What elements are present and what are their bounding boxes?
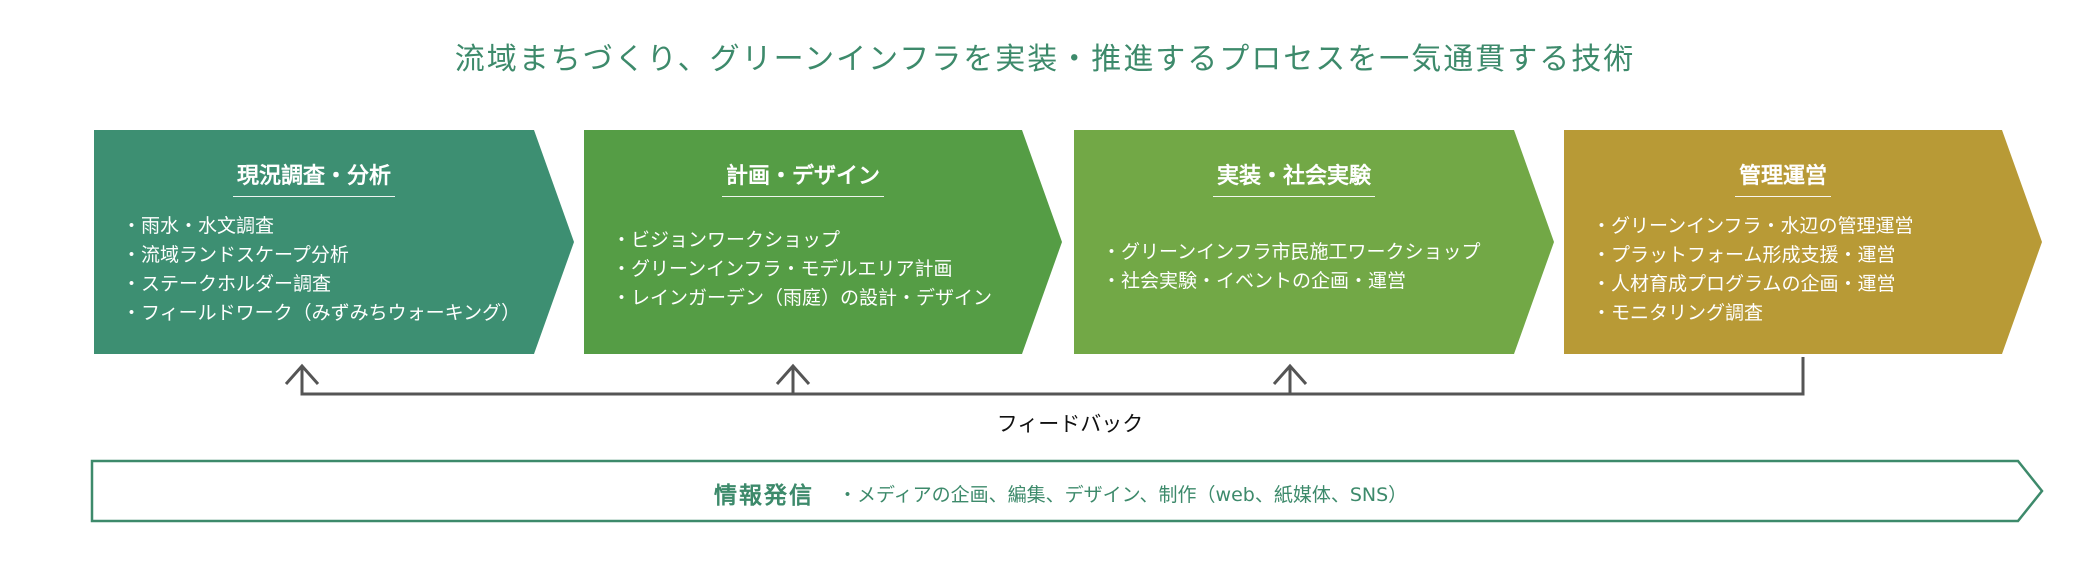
feedback-line [300,357,1805,396]
feedback-arrowhead-3 [1272,363,1308,385]
diagram-title: 流域まちづくり、グリーンインフラを実装・推進するプロセスを一気通貫する技術 [454,42,1636,77]
list-item: 人材育成プログラムの企画・運営 [1592,270,2002,299]
list-item: モニタリング調査 [1592,299,2002,328]
list-item: 流域ランドスケープ分析 [122,241,534,270]
stage-items: グリーンインフラ市民施工ワークショップ 社会実験・イベントの企画・運営 [1102,238,1514,296]
stage-title: 計画・デザイン [721,158,884,197]
list-item: 社会実験・イベントの企画・運営 [1102,267,1514,296]
info-text: メディアの企画、編集、デザイン、制作（web、紙媒体、SNS） [838,480,1407,507]
feedback-arrowhead-1 [284,363,320,385]
list-item: フィールドワーク（みずみちウォーキング） [122,299,534,328]
stage-title: 管理運営 [1734,158,1831,197]
list-item: 雨水・水文調査 [122,212,534,241]
stage-items: グリーンインフラ・水辺の管理運営 プラットフォーム形成支援・運営 人材育成プログ… [1592,212,2002,328]
list-item: グリーンインフラ・水辺の管理運営 [1592,212,2002,241]
stage-title: 実装・社会実験 [1212,158,1375,197]
list-item: ステークホルダー調査 [122,270,534,299]
stage-implementation-experiment: 実装・社会実験 グリーンインフラ市民施工ワークショップ 社会実験・イベントの企画… [1074,130,1554,354]
feedback-arrowhead-2 [775,363,811,385]
stage-planning-design: 計画・デザイン ビジョンワークショップ グリーンインフラ・モデルエリア計画 レイ… [584,130,1062,354]
stage-management-operation: 管理運営 グリーンインフラ・水辺の管理運営 プラットフォーム形成支援・運営 人材… [1564,130,2042,354]
list-item: レインガーデン（雨庭）の設計・デザイン [612,284,1022,313]
stage-items: ビジョンワークショップ グリーンインフラ・モデルエリア計画 レインガーデン（雨庭… [612,226,1022,313]
list-item: グリーンインフラ・モデルエリア計画 [612,255,1022,284]
info-arrow-shape [90,459,2044,523]
list-item: ビジョンワークショップ [612,226,1022,255]
list-item: プラットフォーム形成支援・運営 [1592,241,2002,270]
stage-title: 現況調査・分析 [232,158,395,197]
feedback-label: フィードバック [996,412,1144,436]
list-item: グリーンインフラ市民施工ワークショップ [1102,238,1514,267]
info-label: 情報発信 [714,483,814,509]
stage-items: 雨水・水文調査 流域ランドスケープ分析 ステークホルダー調査 フィールドワーク（… [122,212,534,328]
feedback-loop [284,357,1805,396]
stage-survey-analysis: 現況調査・分析 雨水・水文調査 流域ランドスケープ分析 ステークホルダー調査 フ… [94,130,574,354]
